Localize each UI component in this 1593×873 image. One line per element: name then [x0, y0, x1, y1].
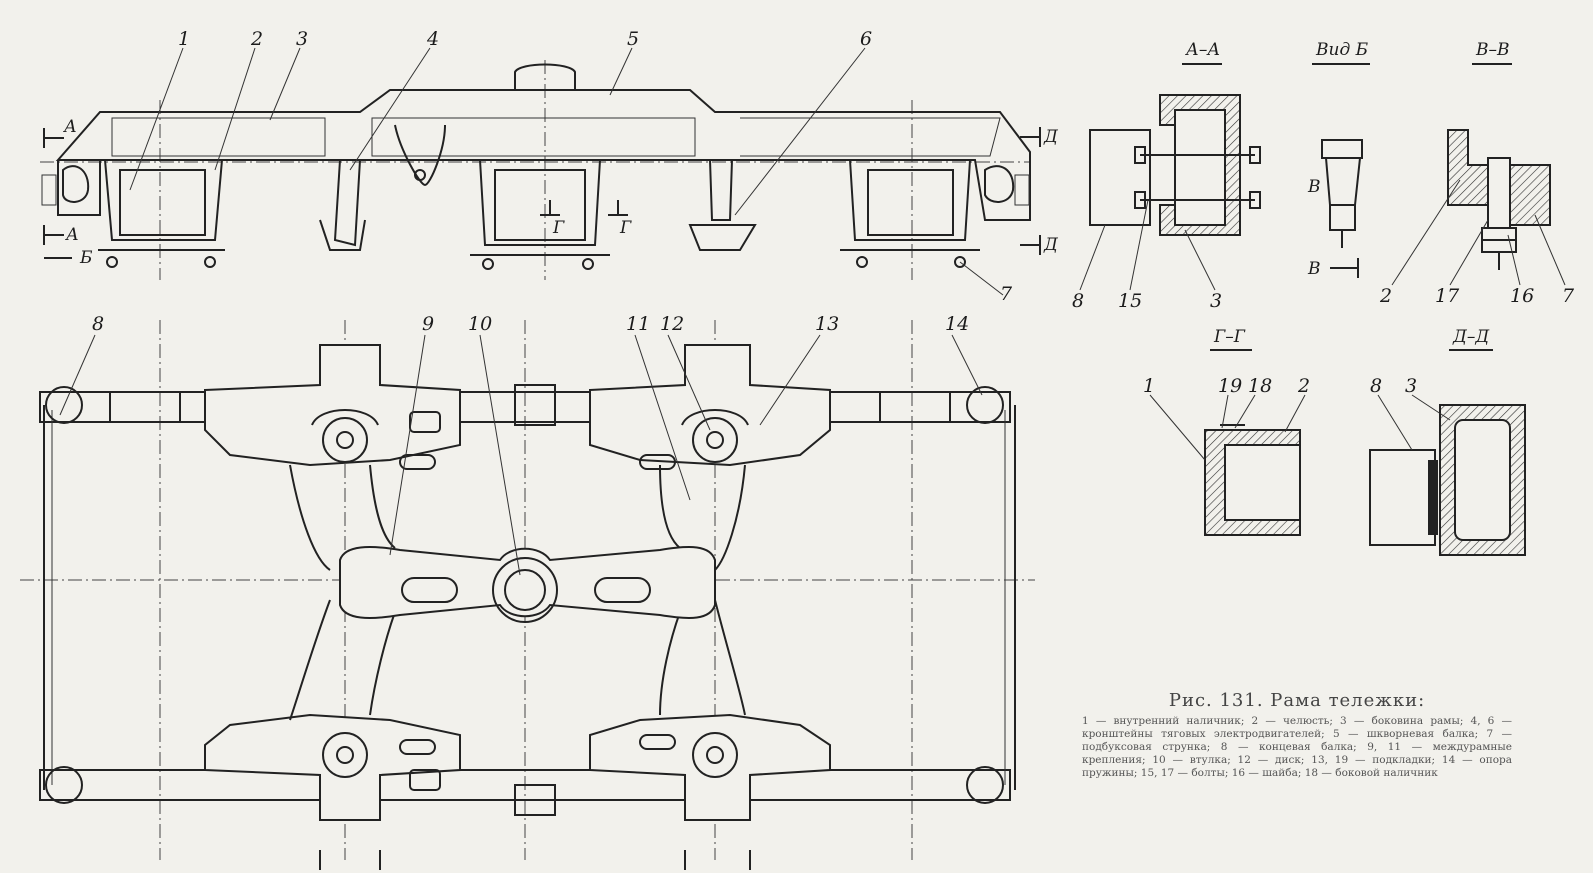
section-gg: Г–Г 1 19 18 2	[1143, 327, 1310, 536]
cut-v-bottom: В	[1307, 259, 1321, 279]
section-vv-callout-7: 7	[1562, 285, 1575, 307]
caption-legend: 1 — внутренний наличник; 2 — челюсть; 3 …	[1082, 715, 1512, 779]
section-vv-callout-17: 17	[1435, 285, 1460, 307]
view-b-title: Вид Б	[1315, 40, 1369, 60]
section-gg-callout-19: 19	[1218, 375, 1242, 397]
cut-v-top: В	[1307, 177, 1321, 197]
section-dd-callout-3: 3	[1405, 375, 1417, 397]
callout-2: 2	[250, 28, 263, 50]
side-view	[40, 60, 1031, 280]
section-dd-title: Д–Д	[1452, 327, 1490, 347]
section-aa: А–А 8 15 3	[1072, 40, 1261, 312]
section-aa-callout-8: 8	[1072, 290, 1084, 312]
cut-b: Б	[79, 248, 93, 268]
cut-d-bottom: Д	[1043, 235, 1059, 255]
section-vv-callout-16: 16	[1510, 285, 1534, 307]
callout-3: 3	[296, 28, 308, 50]
section-gg-title: Г–Г	[1213, 327, 1246, 347]
section-gg-callout-18: 18	[1248, 375, 1272, 397]
callout-7: 7	[1000, 283, 1013, 305]
callout-4: 4	[426, 28, 439, 50]
callout-11: 11	[626, 313, 650, 335]
cut-marks: А А Б Д Д Г Г	[43, 117, 1059, 268]
section-aa-title: А–А	[1185, 40, 1220, 60]
callout-1: 1	[178, 28, 190, 50]
side-view-callouts: 1 2 3 4 5 6 7	[129, 28, 1013, 305]
section-aa-callout-3: 3	[1210, 290, 1222, 312]
plan-view	[20, 320, 1035, 870]
view-b: Вид Б В В	[1307, 40, 1370, 279]
section-gg-callout-1: 1	[1143, 375, 1155, 397]
section-dd: Д–Д 8 3	[1369, 327, 1526, 556]
cut-d-top: Д	[1043, 127, 1059, 147]
callout-8: 8	[92, 313, 104, 335]
plan-callouts: 8 9 10 11 12 13 14	[59, 313, 983, 576]
callout-14: 14	[945, 313, 969, 335]
cut-g-left: Г	[552, 218, 565, 238]
section-aa-callout-15: 15	[1118, 290, 1142, 312]
section-dd-callout-8: 8	[1370, 375, 1382, 397]
section-vv-callout-2: 2	[1379, 285, 1392, 307]
section-vv: В–В 2 17 16 7	[1379, 40, 1575, 307]
callout-6: 6	[860, 28, 872, 50]
section-vv-title: В–В	[1475, 40, 1510, 60]
cut-g-right: Г	[619, 218, 632, 238]
callout-9: 9	[422, 313, 434, 335]
cut-a-bottom: А	[65, 225, 79, 245]
caption-title: Рис. 131. Рама тележки:	[1168, 690, 1426, 711]
cut-a-top: А	[63, 117, 77, 137]
callout-13: 13	[815, 313, 839, 335]
callout-12: 12	[660, 313, 684, 335]
callout-5: 5	[627, 28, 639, 50]
callout-10: 10	[468, 313, 492, 335]
section-gg-callout-2: 2	[1297, 375, 1310, 397]
figure-caption: Рис. 131. Рама тележки: 1 — внутренний н…	[1082, 690, 1512, 780]
